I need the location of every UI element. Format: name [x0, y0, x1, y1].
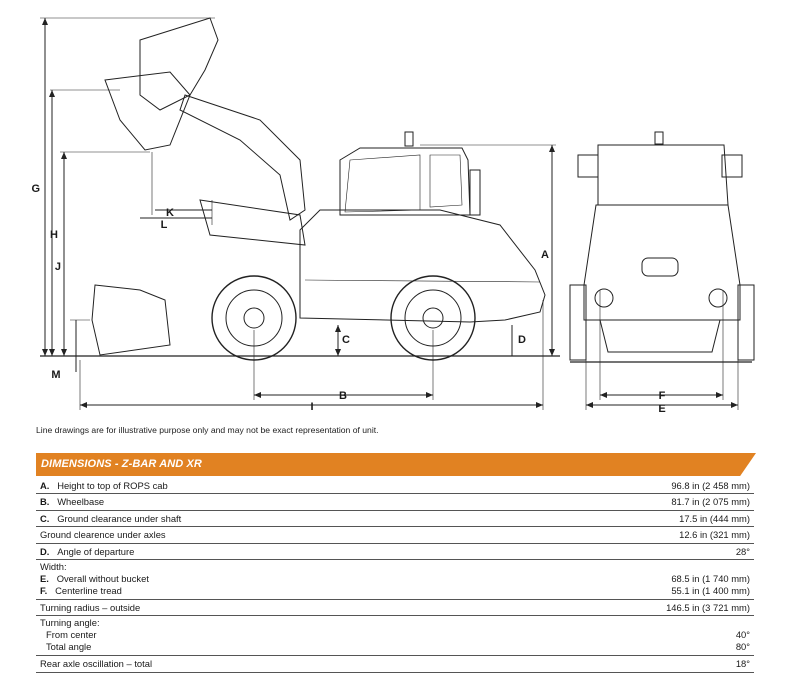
- row-letter: F.: [40, 584, 48, 596]
- disclaimer-caption: Line drawings are for illustrative purpo…: [36, 425, 379, 435]
- row-value: 17.5 in (444 mm): [679, 512, 750, 524]
- row-value: 18°: [735, 658, 750, 670]
- dim-label-c: C: [342, 334, 350, 346]
- table-row: D. Angle of departure 28°: [36, 544, 754, 560]
- row-label: From center: [46, 629, 97, 641]
- dim-label-d: D: [518, 334, 526, 346]
- dim-label-a: A: [541, 249, 549, 261]
- dim-label-b: B: [339, 390, 347, 402]
- dim-label-l: L: [161, 219, 168, 231]
- row-value: 12.6 in (321 mm): [679, 529, 750, 541]
- row-label: Overall without bucket: [56, 572, 149, 584]
- dimensions-banner: DIMENSIONS - Z-BAR AND XR: [36, 453, 756, 476]
- row-letter: B.: [40, 496, 50, 508]
- row-label: Angle of departure: [57, 545, 135, 557]
- table-row: Turning radius – outside 146.5 in (3 721…: [36, 600, 754, 617]
- table-row: B. Wheelbase 81.7 in (2 075 mm): [36, 494, 754, 511]
- dim-label-g: G: [31, 183, 40, 195]
- turning-angle-block: Turning angle: From center 40° Total ang…: [36, 616, 754, 657]
- row-label: Rear axle oscillation – total: [40, 658, 153, 670]
- row-value: 68.5 in (1 740 mm): [671, 572, 750, 584]
- dim-label-h: H: [50, 229, 58, 241]
- table-row: Rear axle oscillation – total 18°: [36, 656, 754, 673]
- dim-label-m: M: [51, 369, 60, 381]
- dim-label-k: K: [166, 207, 174, 219]
- banner-title: DIMENSIONS - Z-BAR AND XR: [41, 458, 202, 470]
- row-label: Wheelbase: [57, 496, 105, 508]
- row-letter: D.: [40, 545, 50, 557]
- row-letter: E.: [40, 572, 49, 584]
- dimensions-table: A. Height to top of ROPS cab 96.8 in (2 …: [36, 478, 754, 673]
- table-row: Ground clearence under axles 12.6 in (32…: [36, 527, 754, 544]
- dim-label-i: I: [310, 401, 313, 413]
- row-label: Centerline tread: [55, 584, 122, 596]
- row-value: 80°: [735, 641, 750, 653]
- table-row: C. Ground clearance under shaft 17.5 in …: [36, 511, 754, 528]
- row-value: 40°: [735, 629, 750, 641]
- row-value: 96.8 in (2 458 mm): [671, 480, 750, 491]
- row-value: 28°: [735, 545, 750, 557]
- turning-angle-heading: Turning angle:: [40, 617, 100, 629]
- dim-label-j: J: [55, 261, 61, 273]
- row-label: Height to top of ROPS cab: [57, 480, 168, 491]
- machine-dimension-drawing: G H J K L M A B C D I F E: [31, 17, 755, 415]
- row-label: Turning radius – outside: [40, 601, 141, 613]
- row-label: Ground clearance under shaft: [57, 512, 182, 524]
- dim-label-f: F: [659, 390, 666, 402]
- width-heading: Width:: [40, 560, 67, 572]
- table-row: A. Height to top of ROPS cab 96.8 in (2 …: [36, 478, 754, 495]
- row-value: 55.1 in (1 400 mm): [671, 584, 750, 596]
- row-letter: C.: [40, 512, 50, 524]
- width-block: Width: E. Overall without bucket 68.5 in…: [36, 560, 754, 600]
- row-value: 81.7 in (2 075 mm): [671, 496, 750, 508]
- row-label: Ground clearence under axles: [40, 529, 166, 541]
- dim-label-e: E: [658, 403, 665, 415]
- row-label: Total angle: [46, 641, 92, 653]
- row-letter: A.: [40, 480, 50, 491]
- row-value: 146.5 in (3 721 mm): [666, 601, 750, 613]
